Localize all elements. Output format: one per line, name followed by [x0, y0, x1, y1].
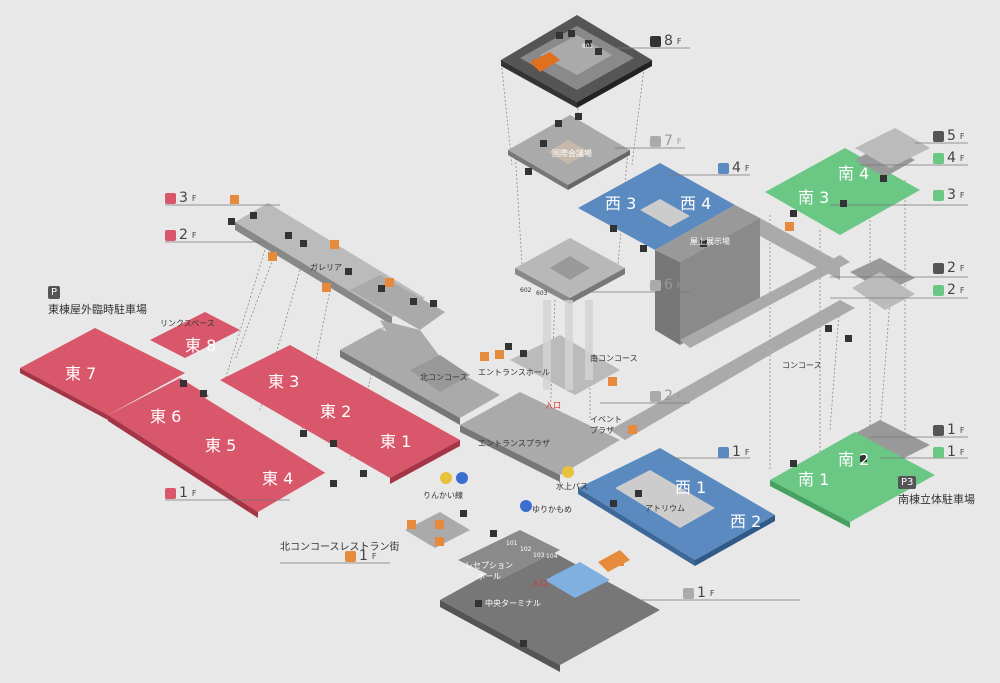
area-concourse: コンコース — [782, 361, 822, 370]
hall-south-2[interactable]: 南 2 — [838, 450, 870, 469]
room-number: 102 — [520, 546, 532, 553]
north-restaurant — [405, 512, 470, 548]
entrance-label: 入口 — [545, 401, 561, 410]
train-icon — [440, 472, 452, 484]
hall-south-3[interactable]: 南 3 — [798, 188, 830, 207]
hall-west-1[interactable]: 西 1 — [675, 478, 707, 497]
facility-icons — [180, 30, 887, 647]
central-1f — [440, 530, 660, 672]
yurikamome-icon — [520, 500, 532, 512]
floor-number: 8 — [664, 33, 673, 49]
south-parking-structure: P3 南棟立体駐車場 — [898, 476, 975, 506]
area-rooftop: 屋上展示場 — [690, 237, 730, 246]
south-concourse-bridge — [610, 255, 855, 440]
boat-icon — [562, 466, 574, 478]
hall-east-1[interactable]: 東 1 — [380, 432, 412, 451]
entrance-label-central: 入口 — [532, 579, 548, 588]
hall-west-3[interactable]: 西 3 — [605, 194, 637, 213]
area-north-concourse: 北コンコース — [420, 373, 468, 382]
floor-west-4f — [578, 163, 760, 345]
floor-8f — [501, 15, 652, 108]
east-outdoor-parking: P 東棟屋外臨時駐車場 — [48, 286, 147, 316]
east-halls — [20, 312, 460, 518]
hall-east-3[interactable]: 東 3 — [268, 372, 300, 391]
room-number: 101 — [506, 540, 518, 547]
area-entrance-hall: エントランスホール — [478, 368, 550, 377]
room-number: 603 — [536, 290, 548, 297]
hall-east-8[interactable]: 東 8 — [185, 336, 217, 355]
area-atrium: アトリウム — [645, 504, 685, 513]
building-tag — [650, 35, 661, 47]
area-south-concourse: 南コンコース — [590, 354, 638, 363]
hall-south-4[interactable]: 南 4 — [838, 164, 870, 183]
parking-icon: P — [48, 286, 61, 299]
room-number: 104 — [546, 553, 558, 560]
hall-east-7[interactable]: 東 7 — [65, 364, 97, 383]
north-concourse — [340, 328, 500, 425]
hall-east-2[interactable]: 東 2 — [320, 402, 352, 421]
hall-east-6[interactable]: 東 6 — [150, 407, 182, 426]
hall-west-4[interactable]: 西 4 — [680, 194, 712, 213]
hall-east-4[interactable]: 東 4 — [262, 469, 294, 488]
west-1f — [578, 448, 775, 566]
transit-yurikamome[interactable]: ゆりかもめ — [532, 505, 572, 514]
area-central-terminal: 中央ターミナル — [485, 599, 541, 608]
hall-south-1[interactable]: 南 1 — [798, 470, 830, 489]
transit-rinkai[interactable]: りんかい線 — [423, 491, 463, 500]
area-intl-conf: 国際会議場 — [552, 149, 592, 158]
floor-6f — [515, 238, 625, 304]
room-number: 602 — [520, 287, 532, 294]
floor-7f — [508, 115, 630, 190]
floor-south-5f — [850, 128, 930, 460]
numbered-exits — [230, 195, 794, 566]
area-linkspace: リンクスペース — [160, 319, 215, 328]
room-number: 801 — [582, 43, 594, 50]
area-event-plaza: イベント プラザ — [590, 415, 622, 435]
guide-lines — [224, 59, 906, 470]
hall-west-2[interactable]: 西 2 — [730, 512, 762, 531]
hall-east-5[interactable]: 東 5 — [205, 436, 237, 455]
vertical-shafts — [543, 300, 593, 390]
area-entrance-plaza: エントランスプラザ — [478, 439, 550, 448]
area-galleria: ガレリア — [310, 263, 342, 272]
south-1f — [770, 432, 935, 528]
floor-label-lines — [165, 47, 968, 601]
transit-water-bus[interactable]: 水上バス — [556, 482, 588, 491]
rinkai-line-icon — [456, 472, 468, 484]
area-north-restaurant: 北コンコースレストラン街 — [280, 542, 400, 553]
parking-icon: P3 — [898, 476, 917, 489]
room-number: 103 — [533, 552, 545, 559]
area-reception-hall: レセプション ホール — [465, 561, 513, 581]
